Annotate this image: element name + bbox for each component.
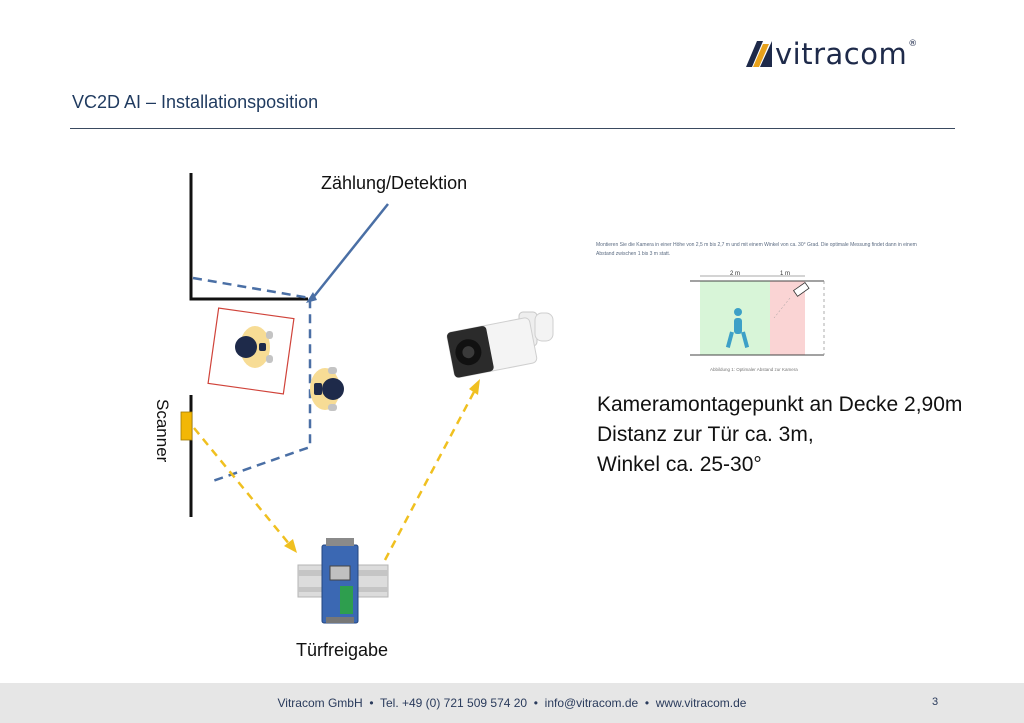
detection-pointer-line bbox=[311, 203, 389, 300]
person-top-view-icon bbox=[310, 367, 344, 411]
inset-label-1m: 1 m bbox=[780, 271, 790, 277]
footer-company: Vitracom GmbH bbox=[277, 696, 363, 710]
signal-arrow-release-to-camera bbox=[383, 389, 477, 561]
info-line-angle: Winkel ca. 25-30° bbox=[597, 453, 762, 476]
scanner-label: Scanner bbox=[153, 399, 172, 463]
person-top-view-icon bbox=[235, 326, 273, 368]
company-logo: vitracom® bbox=[746, 38, 918, 70]
inset-instructions: Montieren Sie die Kamera in einer Höhe v… bbox=[596, 242, 917, 257]
signal-arrowhead bbox=[284, 539, 297, 553]
signal-arrowhead bbox=[469, 379, 480, 395]
signal-arrow-scanner-to-release bbox=[193, 427, 291, 546]
footer-contact: Vitracom GmbH • Tel. +49 (0) 721 509 574… bbox=[277, 696, 747, 710]
logo-wordmark: vitracom® bbox=[775, 36, 918, 71]
inset-caption: Abbildung 1: Optimaler Abstand zur Kamer… bbox=[710, 367, 798, 372]
footer-email-link[interactable]: info@vitracom.de bbox=[544, 696, 639, 710]
inset-distance-figure: 2 m 1 m Abbildung 1: Optimaler Abstand z… bbox=[690, 271, 825, 372]
detection-label: Zählung/Detektion bbox=[321, 173, 467, 193]
title-divider bbox=[70, 128, 955, 129]
camera-icon bbox=[446, 311, 554, 378]
vitracom-logo-icon bbox=[746, 41, 772, 67]
info-line-distance: Distanz zur Tür ca. 3m, bbox=[597, 423, 814, 446]
door-release-label: Türfreigabe bbox=[296, 640, 388, 660]
page-number: 3 bbox=[932, 696, 939, 708]
footer: Vitracom GmbH • Tel. +49 (0) 721 509 574… bbox=[0, 683, 1024, 723]
footer-phone: Tel. +49 (0) 721 509 574 20 bbox=[379, 696, 528, 710]
detection-pointer-arrow bbox=[306, 292, 317, 303]
page-title: VC2D AI – Installationsposition bbox=[72, 92, 319, 112]
walking-person-icon bbox=[725, 308, 750, 348]
installation-info: Kameramontagepunkt an Decke 2,90m Distan… bbox=[597, 390, 962, 480]
detection-zone bbox=[192, 276, 312, 484]
scanner-icon bbox=[180, 411, 193, 441]
inset-camera-icon bbox=[792, 281, 810, 297]
footer-website-link[interactable]: www.vitracom.de bbox=[655, 696, 747, 710]
door-release-device-icon bbox=[297, 538, 389, 624]
info-line-mount-height: Kameramontagepunkt an Decke 2,90m bbox=[597, 393, 963, 416]
inset-label-2m: 2 m bbox=[730, 271, 740, 277]
